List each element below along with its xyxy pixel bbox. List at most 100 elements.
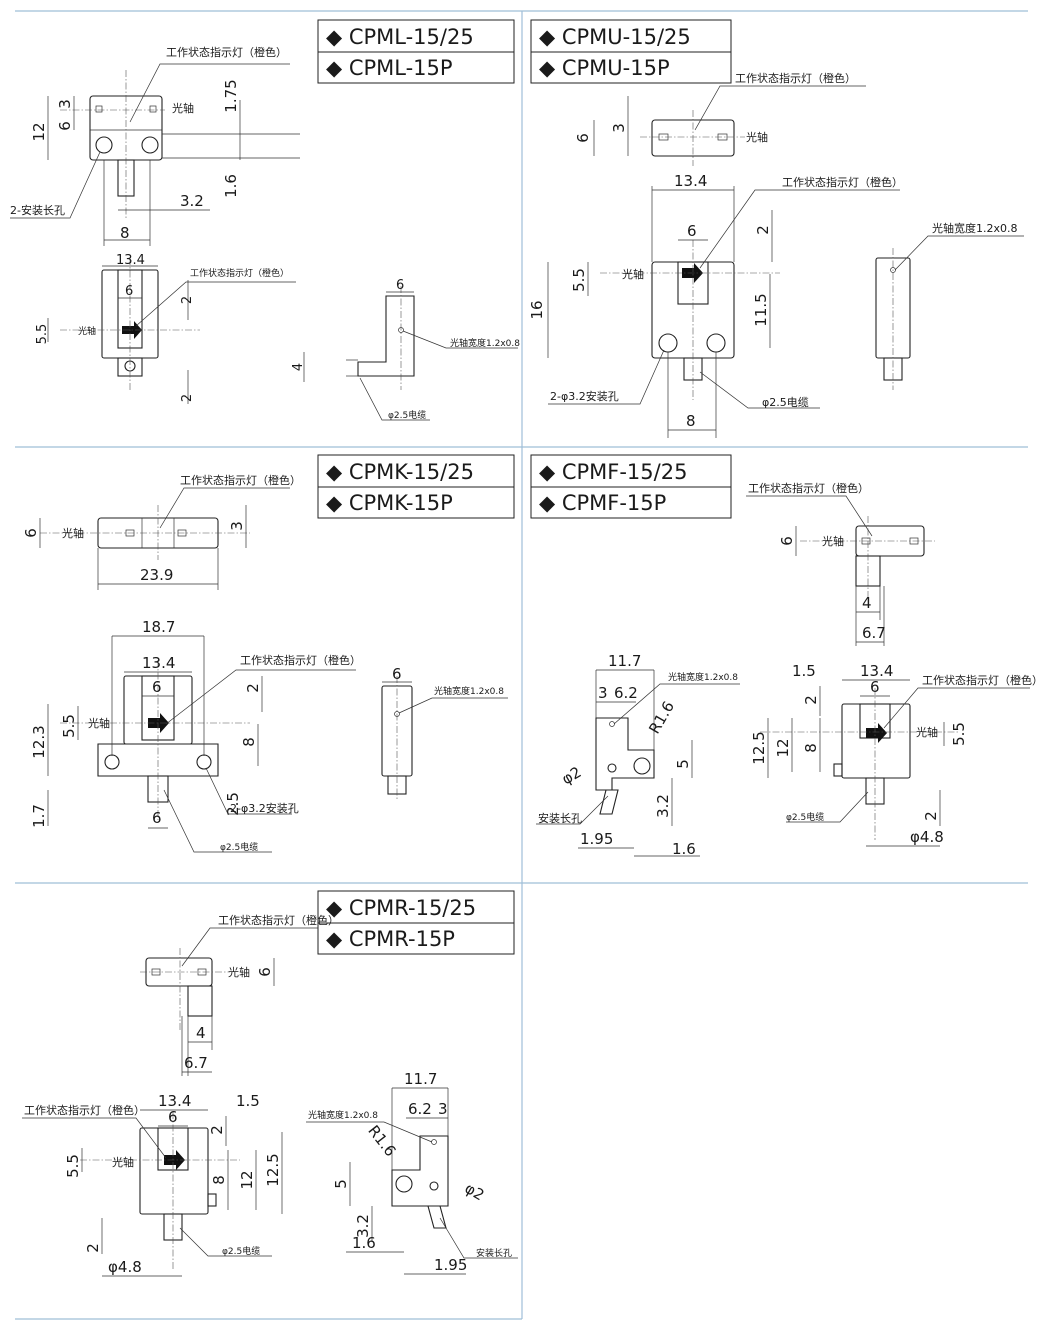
cpmk-dim-3: 3 — [228, 521, 246, 531]
cpmk-axis-top: 光轴 — [62, 526, 84, 540]
title-box-cpmf: ◆ CPMF-15/25 ◆ CPMF-15P — [530, 454, 732, 519]
cpmk-dim-17: 1.7 — [30, 804, 48, 828]
cpmk-axis-mid: 光轴 — [88, 716, 110, 730]
cpmf-side-view: 11.7 3 6.2 光轴宽度1.2x0.8 R1.6 φ2 5 3.2 安装长… — [536, 652, 740, 858]
cpmr-dim-6: 6 — [256, 967, 274, 977]
cpmk-led-note-top: 工作状态指示灯（橙色） — [180, 473, 301, 487]
cpmf-front-view: 13.4 1.5 6 工作状态指示灯（橙色） 2 12.5 12 8 光轴 5.… — [750, 662, 1043, 847]
cpmr-dim-195: 1.95 — [434, 1256, 467, 1274]
cpmf-dim-32: 3.2 — [654, 794, 672, 818]
cpmf-cable-note: φ2.5电缆 — [786, 811, 824, 823]
cpmf-dim-125: 12.5 — [750, 731, 768, 764]
cpmr-top-view: 光轴 6 工作状态指示灯（橙色） 4 6.7 — [140, 913, 339, 1076]
cpmr-dim-32: 3.2 — [354, 1214, 372, 1238]
title-box-cpmu: ◆ CPMU-15/25 ◆ CPMU-15P — [530, 19, 732, 84]
cpmk-side-dim-6: 6 — [392, 665, 402, 683]
cpml-dim-2b: 2 — [180, 394, 195, 402]
cpmr-dim-2b: 2 — [84, 1243, 102, 1253]
cpmr-axis-mid: 光轴 — [112, 1155, 134, 1169]
cpmu-dim-134: 13.4 — [674, 172, 707, 190]
cpml-dim-16: 1.6 — [222, 174, 240, 198]
cpmu-dim-55: 5.5 — [570, 268, 588, 292]
cpml-side-dim-4: 4 — [291, 363, 306, 371]
cpml-mount-note: 2-安装长孔 — [10, 203, 65, 217]
title-box-cpmk: ◆ CPMK-15/25 ◆ CPMK-15P — [317, 454, 515, 519]
cpmr-dim-4: 4 — [196, 1024, 206, 1042]
cpmk-dim-123: 12.3 — [30, 725, 48, 758]
cpmr-dim-15: 1.5 — [236, 1092, 260, 1110]
cpml-dim-175: 1.75 — [222, 79, 240, 112]
cpmk-mount-note: 2-φ3.2安装孔 — [230, 801, 299, 815]
panel-cpmu: ◆ CPMU-15/25 ◆ CPMU-15P 6 3 光轴 工作状态指示灯（橙… — [528, 19, 1024, 438]
cpmf-dim-48: φ4.8 — [910, 828, 944, 846]
cpml-dim-134: 13.4 — [116, 253, 145, 268]
cpmf-dim-5: 5 — [674, 759, 692, 769]
title-cpmk-2: ◆ CPMK-15P — [326, 491, 453, 515]
cpml-dim-2a: 2 — [180, 296, 195, 304]
cpmf-dim-62: 6.2 — [614, 684, 638, 702]
cpmu-axis-top: 光轴 — [746, 130, 768, 144]
panel-grid — [15, 10, 1028, 1320]
cpmk-dim-25: 2.5 — [224, 792, 242, 816]
panel-cpml: ◆ CPML-15/25 ◆ CPML-15P 12 6 3 1.75 1.6 — [10, 19, 520, 421]
cpmu-front-view: 13.4 6 2 5.5 光轴 16 11.5 工作状态指示灯（橙色） 2-φ3… — [528, 172, 903, 438]
cpmr-dim-48: φ4.8 — [108, 1258, 142, 1276]
panel-cpmk: ◆ CPMK-15/25 ◆ CPMK-15P 6 光轴 3 23.9 工作状态… — [22, 454, 515, 853]
title-cpmk-1: ◆ CPMK-15/25 — [326, 460, 474, 484]
cpmk-dim-6b: 6 — [152, 678, 162, 696]
cpmr-front-view: 13.4 1.5 6 工作状态指示灯（橙色） 2 5.5 光轴 8 12 12.… — [22, 1092, 283, 1277]
cpmr-cable-note: φ2.5电缆 — [222, 1245, 260, 1257]
title-box-cpmr: ◆ CPMR-15/25 ◆ CPMR-15P — [317, 890, 515, 955]
cpmu-dim-6: 6 — [574, 133, 592, 143]
cpmk-dim-6: 6 — [22, 528, 40, 538]
cpmu-side-width: 光轴宽度1.2x0.8 — [932, 221, 1018, 235]
cpmu-axis-mid: 光轴 — [622, 267, 644, 281]
cpml-axis-top: 光轴 — [172, 101, 194, 115]
cpmf-phi2: φ2 — [559, 763, 585, 788]
cpmu-dim-16: 16 — [528, 300, 546, 319]
cpmk-top-view: 6 光轴 3 23.9 工作状态指示灯（橙色） — [22, 473, 301, 590]
cpml-dim-8: 8 — [120, 224, 130, 242]
cpmk-dim-6c: 6 — [152, 809, 162, 827]
cpmf-dim-195: 1.95 — [580, 830, 613, 848]
title-box-cpml: ◆ CPML-15/25 ◆ CPML-15P — [317, 19, 515, 84]
cpmu-side-view: 光轴宽度1.2x0.8 — [875, 221, 1024, 390]
cpmr-dim-16: 1.6 — [352, 1234, 376, 1252]
cpmr-dim-117: 11.7 — [404, 1070, 437, 1088]
title-cpmf-1: ◆ CPMF-15/25 — [539, 460, 687, 484]
cpmr-led-note-mid: 工作状态指示灯（橙色） — [24, 1103, 145, 1117]
cpmf-top-view: 6 光轴 4 6.7 工作状态指示灯（橙色） — [746, 481, 935, 646]
cpmf-dim-6b: 6 — [870, 678, 880, 696]
cpmf-dim-117: 11.7 — [608, 652, 641, 670]
cpml-side-width: 光轴宽度1.2x0.8 — [450, 337, 520, 349]
cpmk-dim-55: 5.5 — [60, 714, 78, 738]
cpmu-dim-8: 8 — [686, 412, 696, 430]
cpmr-dim-2: 2 — [208, 1125, 226, 1135]
cpmf-led-note-top: 工作状态指示灯（橙色） — [748, 481, 869, 495]
cpml-top-view: 12 6 3 1.75 1.6 3.2 8 工作状态指示灯（橙色） 光轴 2-安… — [10, 45, 300, 246]
cpml-dim-55: 5.5 — [35, 324, 50, 345]
cpmk-side-view: 6 光轴宽度1.2x0.8 — [381, 665, 508, 800]
cpmr-r16: R1.6 — [364, 1122, 399, 1160]
cpmf-dim-12: 12 — [774, 738, 792, 757]
cpmr-dim-8: 8 — [210, 1175, 228, 1185]
cpmu-cable-note: φ2.5电缆 — [762, 396, 809, 409]
cpmr-dim-55: 5.5 — [64, 1154, 82, 1178]
cpmr-dim-6b: 6 — [168, 1108, 178, 1126]
cpml-dim-6b: 6 — [125, 284, 133, 299]
cpmu-top-view: 6 3 光轴 工作状态指示灯（橙色） — [574, 71, 866, 166]
cpml-side-dim-6: 6 — [396, 278, 404, 293]
cpmk-dim-187: 18.7 — [142, 618, 175, 636]
cpmf-dim-6: 6 — [778, 536, 796, 546]
cpmf-led-note-mid: 工作状态指示灯（橙色） — [922, 673, 1043, 687]
title-cpmr-2: ◆ CPMR-15P — [326, 927, 455, 951]
cpmf-r16: R1.6 — [645, 698, 678, 737]
cpml-led-note-mid: 工作状态指示灯（橙色） — [190, 267, 289, 279]
title-cpmf-2: ◆ CPMF-15P — [539, 491, 666, 515]
cpmr-phi2: φ2 — [462, 1179, 488, 1204]
cpmf-axis-top: 光轴 — [822, 534, 844, 548]
cpml-dim-32: 3.2 — [180, 192, 204, 210]
cpmf-dim-2b: 2 — [922, 811, 940, 821]
